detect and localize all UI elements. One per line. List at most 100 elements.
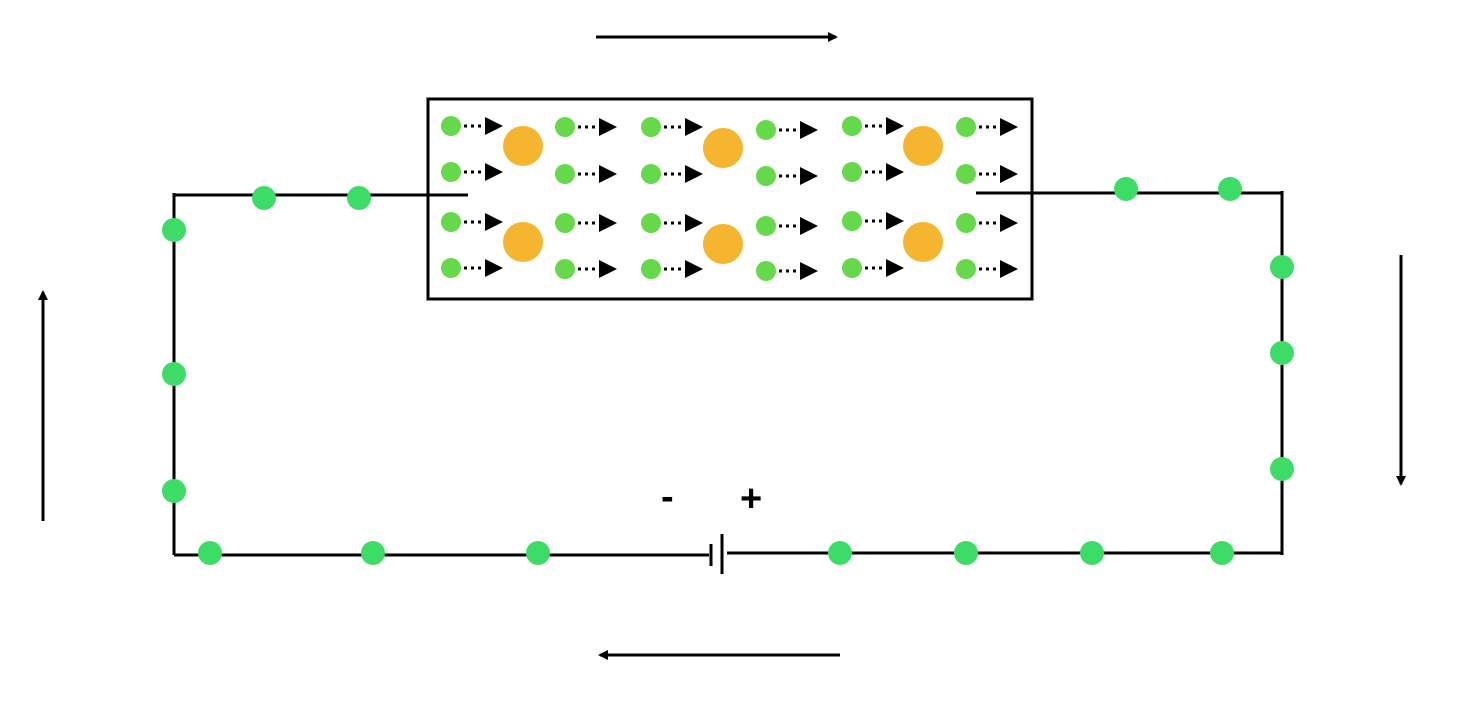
electron-with-arrow xyxy=(441,162,503,182)
electron-with-arrow xyxy=(441,258,503,278)
arrow-head-icon xyxy=(886,212,904,230)
electron-with-arrow xyxy=(441,116,503,136)
electron-with-arrow xyxy=(641,259,703,279)
wire-electron xyxy=(1270,255,1294,279)
ion xyxy=(503,126,543,166)
ion xyxy=(903,126,943,166)
electron-with-arrow xyxy=(555,164,617,184)
electron-with-arrow xyxy=(956,213,1018,233)
wire-electron xyxy=(162,362,186,386)
electron-with-arrow xyxy=(842,258,904,278)
battery-negative-label: - xyxy=(661,476,674,518)
electron xyxy=(441,258,461,278)
electron-with-arrow xyxy=(756,216,818,236)
electron-with-arrow xyxy=(555,213,617,233)
wire-electron xyxy=(347,186,371,210)
arrow-head-icon xyxy=(485,163,503,181)
arrow-head-icon xyxy=(685,260,703,278)
electron xyxy=(756,120,776,140)
electron-with-arrow xyxy=(842,211,904,231)
electron xyxy=(641,164,661,184)
electron-with-arrow xyxy=(756,120,818,140)
arrow-head-icon xyxy=(599,214,617,232)
wire-electron xyxy=(252,186,276,210)
electron-with-arrow xyxy=(956,164,1018,184)
arrow-head-icon xyxy=(485,259,503,277)
conductor-box xyxy=(426,97,1034,301)
direction-arrows xyxy=(38,32,1406,660)
electron-with-arrow xyxy=(641,164,703,184)
wire-electron xyxy=(1270,457,1294,481)
electron xyxy=(555,213,575,233)
wire-electron-group xyxy=(162,177,1294,565)
arrow-head-icon xyxy=(685,214,703,232)
arrow-head-icon xyxy=(599,260,617,278)
wire-electron xyxy=(1080,541,1104,565)
wire-electron xyxy=(1218,177,1242,201)
electron xyxy=(555,259,575,279)
wire-electron xyxy=(1114,177,1138,201)
electron-with-arrow xyxy=(756,261,818,281)
arrow-head-icon xyxy=(800,121,818,139)
electron xyxy=(756,261,776,281)
arrow-head-icon xyxy=(886,163,904,181)
ion xyxy=(503,222,543,262)
electron xyxy=(441,116,461,136)
electron-with-arrow xyxy=(441,212,503,232)
wire-electron xyxy=(361,541,385,565)
electron-with-arrow xyxy=(641,213,703,233)
arrow-head-icon xyxy=(1000,260,1018,278)
electron xyxy=(441,162,461,182)
electron xyxy=(555,164,575,184)
electron xyxy=(641,259,661,279)
electron xyxy=(842,258,862,278)
electron-with-arrow xyxy=(756,166,818,186)
wire-electron xyxy=(1210,541,1234,565)
ion xyxy=(703,224,743,264)
electron-with-arrow xyxy=(555,117,617,137)
electron-with-arrow xyxy=(956,117,1018,137)
arrow-head-icon xyxy=(1000,165,1018,183)
electron xyxy=(641,213,661,233)
wire-electron xyxy=(1270,341,1294,365)
arrow-head-icon xyxy=(800,262,818,280)
wire-electron xyxy=(526,541,550,565)
electron xyxy=(956,164,976,184)
electron xyxy=(756,216,776,236)
wire-electron xyxy=(162,218,186,242)
arrow-head-icon xyxy=(599,165,617,183)
electron xyxy=(756,166,776,186)
electron xyxy=(555,117,575,137)
arrow-head-icon xyxy=(685,165,703,183)
ion xyxy=(903,222,943,262)
arrow-head-icon xyxy=(599,118,617,136)
electron-with-arrow xyxy=(842,116,904,136)
wire-electron xyxy=(954,541,978,565)
battery xyxy=(709,534,724,574)
wire-electron xyxy=(162,479,186,503)
ion-group xyxy=(503,126,943,264)
electron xyxy=(956,213,976,233)
electron xyxy=(842,116,862,136)
wire-electron xyxy=(198,541,222,565)
electron-with-arrow xyxy=(956,259,1018,279)
electron xyxy=(842,162,862,182)
electron xyxy=(641,117,661,137)
arrow-head-icon xyxy=(485,117,503,135)
wire-electron xyxy=(828,541,852,565)
arrow-head-icon xyxy=(685,118,703,136)
arrow-head-icon xyxy=(1000,118,1018,136)
electron-with-arrow xyxy=(842,162,904,182)
arrow-head-icon xyxy=(886,117,904,135)
arrow-head-icon xyxy=(800,217,818,235)
electron xyxy=(842,211,862,231)
electron xyxy=(956,117,976,137)
battery-positive-label: + xyxy=(740,478,762,520)
arrow-head-icon xyxy=(485,213,503,231)
arrow-head-icon xyxy=(886,259,904,277)
arrow-head-icon xyxy=(800,167,818,185)
ion xyxy=(703,128,743,168)
arrow-head-icon xyxy=(1000,214,1018,232)
electron-with-arrow xyxy=(641,117,703,137)
